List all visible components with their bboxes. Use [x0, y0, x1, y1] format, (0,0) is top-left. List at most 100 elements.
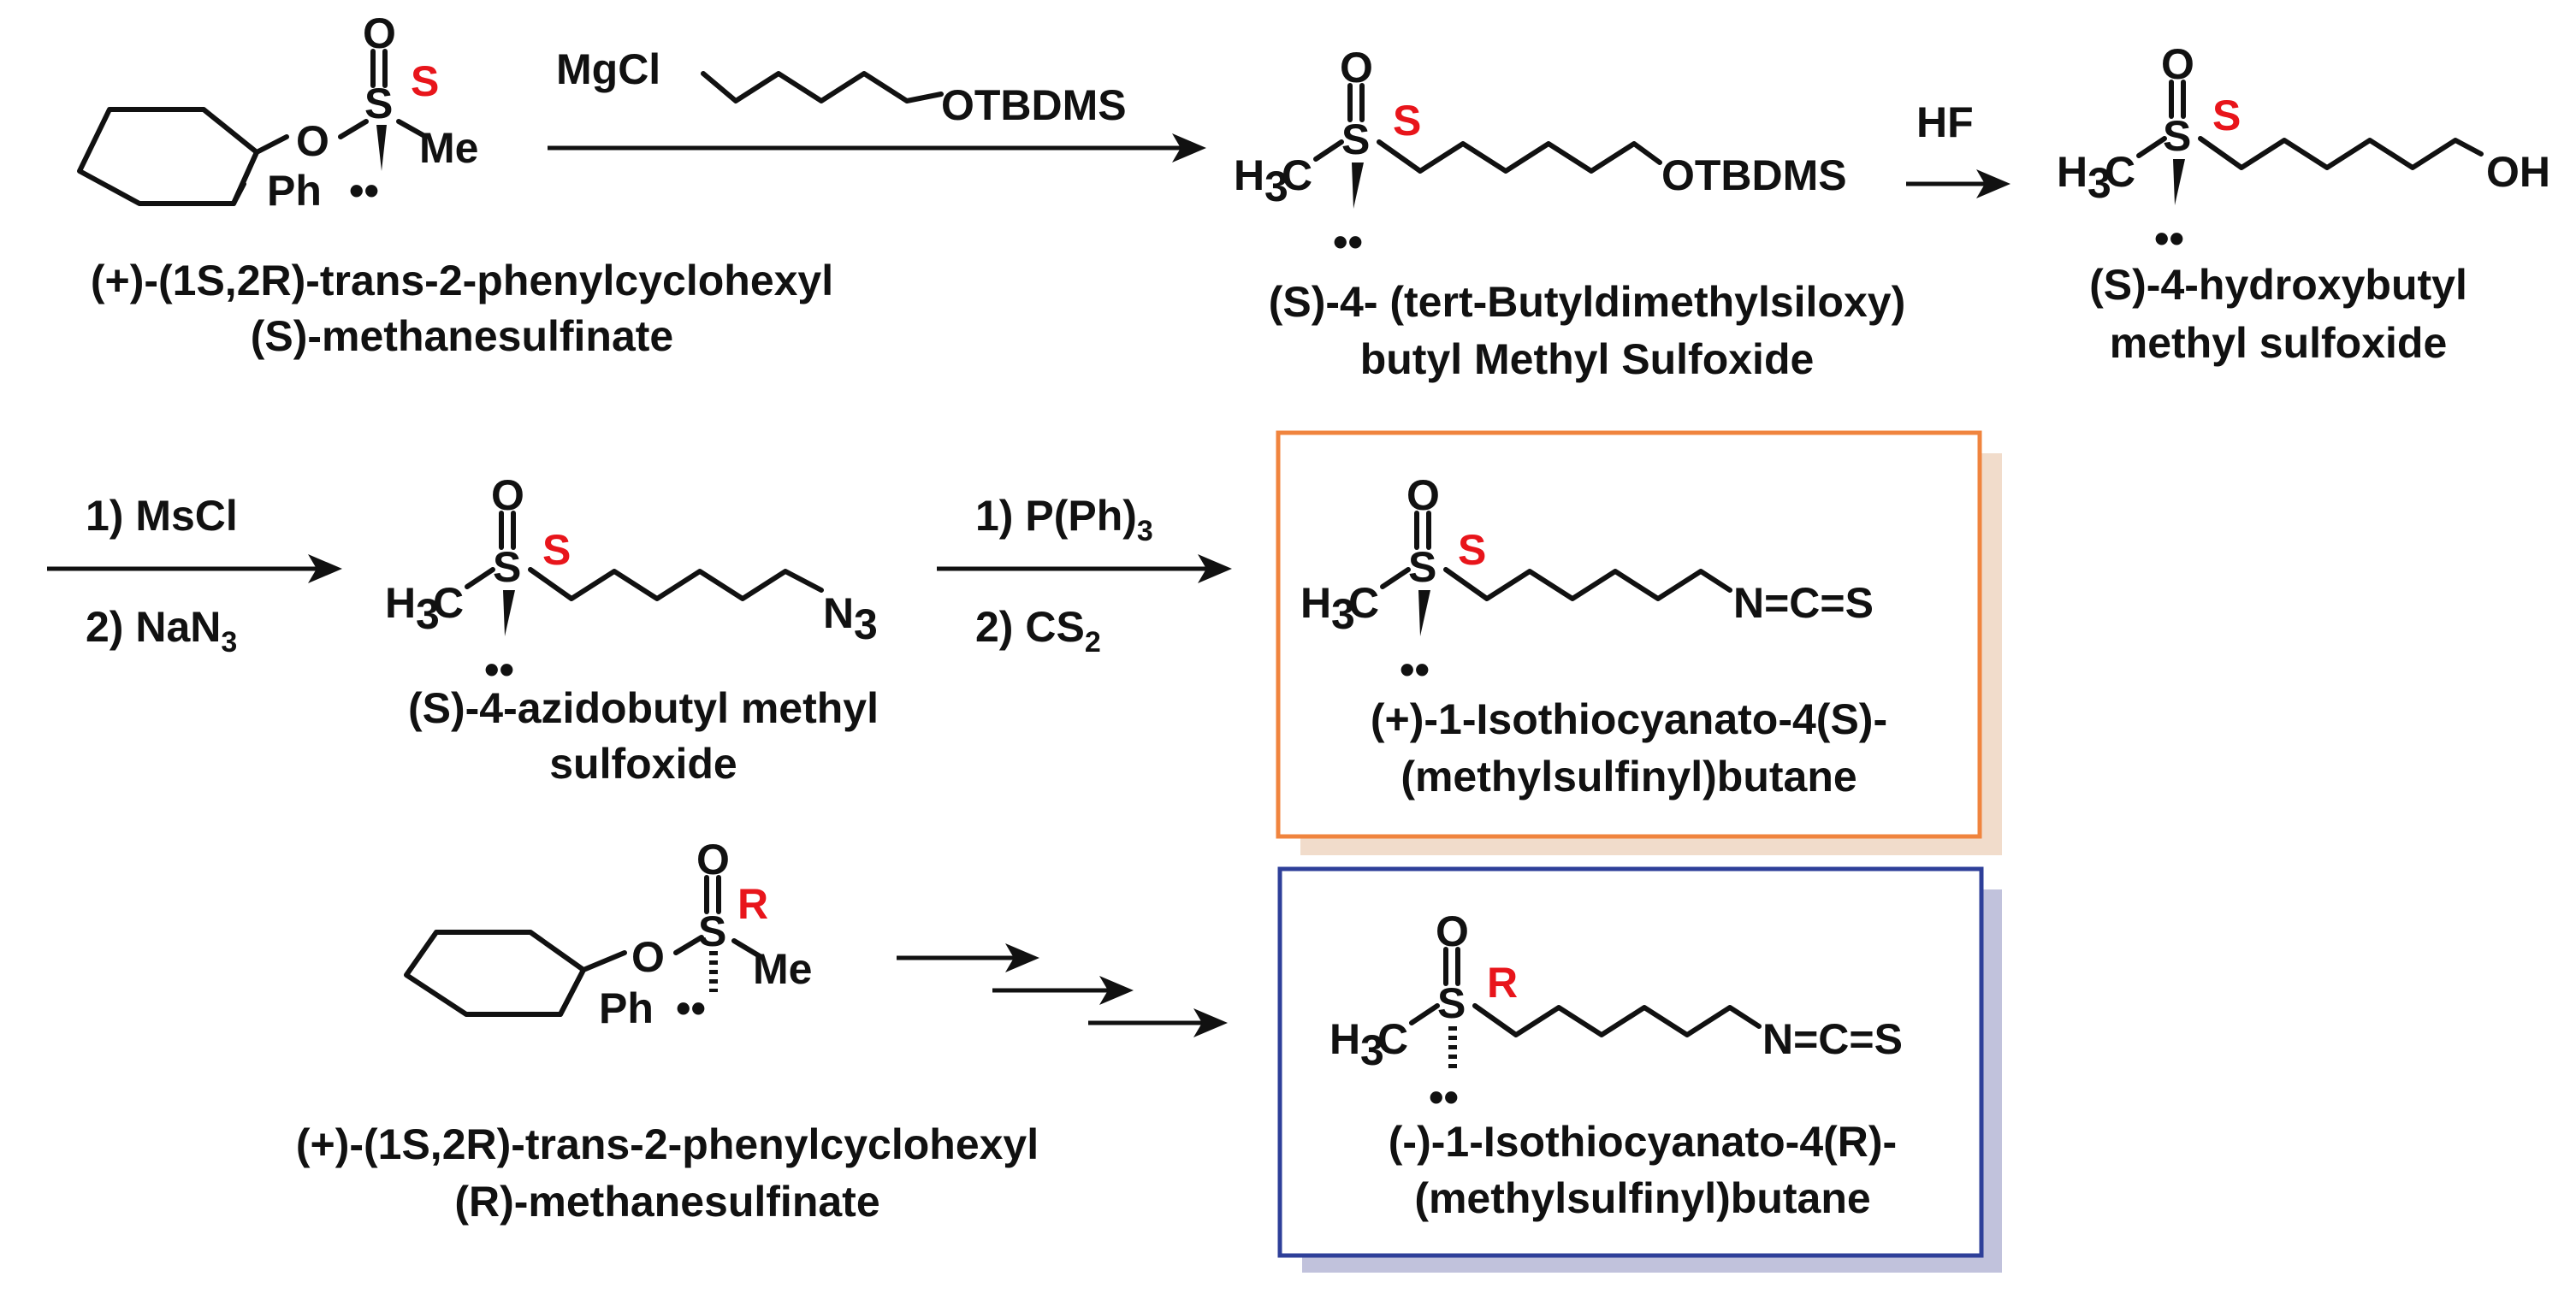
c6-o-ester: O: [631, 933, 665, 981]
atom-ph: Ph: [267, 167, 322, 215]
orange-box: [1276, 430, 1982, 839]
c7-sub3: 3: [1360, 1026, 1384, 1074]
c4-s: S: [493, 543, 521, 591]
compound-5-name-line2: (methylsulfinyl)butane: [1401, 753, 1856, 801]
grignard-otbdms: OTBDMS: [941, 81, 1127, 129]
c6-s: S: [698, 907, 726, 955]
compound-2-name-line2: butyl Methyl Sulfoxide: [1360, 335, 1815, 383]
atom-o-ester: O: [296, 117, 329, 165]
c5-sub3: 3: [1331, 590, 1355, 638]
compound-4-name-line1: (S)-4-azidobutyl methyl: [408, 684, 879, 732]
c2-sub3: 3: [1264, 162, 1288, 210]
c4-chain: [528, 567, 824, 601]
c2-c: C: [1282, 151, 1312, 199]
o-s-bond: [338, 119, 369, 139]
arrow-3-head: [308, 554, 342, 583]
blue-box: [1277, 866, 1984, 1258]
pph3-subscript: 3: [1137, 515, 1153, 547]
c4-n-sub3: 3: [854, 600, 878, 648]
compound-5-name-line1: (+)-1-Isothiocyanato-4(S)-: [1371, 695, 1887, 743]
c7-c: C: [1377, 1015, 1408, 1063]
reagent-nan3: 2) NaN3: [86, 603, 237, 659]
c6-me: Me: [753, 945, 812, 993]
multistep-arrow-1-head: [1005, 943, 1039, 972]
c3-wedge: [2173, 159, 2185, 205]
atom-me: Me: [419, 124, 478, 172]
c5-s: S: [1408, 543, 1436, 591]
arrow-4-head: [1198, 554, 1232, 583]
ring-to-ph-bond: [231, 181, 246, 206]
reagent-mscl: 1) MsCl: [86, 492, 238, 540]
compound-1-structure: O S O Me Ph •• S: [77, 9, 478, 215]
stereo-label-c2: S: [1393, 97, 1421, 145]
reagent-hf: HF: [1916, 98, 1974, 146]
c6-ring-bonds: [558, 950, 627, 1017]
compound-1-name-line1: (+)-(1S,2R)-trans-2-phenylcyclohexyl: [91, 257, 833, 304]
c2-ch3-s-bond: [1313, 139, 1344, 162]
stereo-label-c7: R: [1487, 959, 1518, 1007]
c7-s: S: [1437, 979, 1466, 1027]
stereo-label-c5: S: [1458, 526, 1486, 574]
c2-s: S: [1341, 115, 1370, 163]
c5-ch3-s-bond: [1380, 567, 1411, 589]
c2-chain: [1377, 139, 1662, 174]
stereo-label-c1: S: [411, 57, 439, 105]
reagent-cs2: 2) CS2: [975, 603, 1101, 659]
compound-4-name-line2: sulfoxide: [549, 740, 737, 788]
compound-6-name-line1: (+)-(1S,2R)-trans-2-phenylcyclohexyl: [296, 1120, 1039, 1168]
reagent-pph3: 1) P(Ph)3: [975, 492, 1153, 547]
stereo-label-c3: S: [2212, 92, 2241, 139]
c5-wedge: [1418, 590, 1430, 636]
multistep-arrow-2-head: [1099, 976, 1134, 1005]
c4-wedge: [503, 590, 515, 636]
c6-lone-pair: ••: [676, 984, 706, 1032]
compound-3-structure: H 3 C S O •• OH S: [2057, 40, 2550, 263]
c7-chain: [1472, 1003, 1762, 1037]
c3-h: H: [2057, 148, 2087, 196]
nan3-subscript: 3: [221, 626, 237, 659]
compound-7-name-line2: (methylsulfinyl)butane: [1414, 1174, 1870, 1222]
c3-o: O: [2161, 40, 2194, 88]
c3-ch3-s-bond: [2136, 136, 2167, 158]
c7-lone-pair: ••: [1429, 1073, 1459, 1121]
c2-o: O: [1340, 44, 1373, 92]
c3-lone-pair: ••: [2154, 215, 2184, 263]
compound-6-structure: O S O Me Ph •• R: [404, 836, 812, 1032]
compound-3-name-line2: methyl sulfoxide: [2110, 319, 2448, 367]
c4-o: O: [491, 471, 524, 519]
c6-o-sulfinyl: O: [696, 836, 730, 883]
compound-3-name-line1: (S)-4-hydroxybutyl: [2089, 261, 2467, 309]
grignard-mgcl: MgCl: [556, 45, 660, 93]
s-me-bond: [396, 119, 429, 139]
compound-5-structure: H 3 C S O •• N=C=S S: [1300, 471, 1874, 694]
c6-s-me-bond: [731, 938, 762, 959]
compound-7-structure: H 3 C S O •• N=C=S R: [1329, 907, 1903, 1121]
c3-chain: [2198, 136, 2484, 170]
c3-oh: OH: [2486, 148, 2550, 196]
c2-otbdms: OTBDMS: [1661, 151, 1847, 199]
c6-o-s-bond: [673, 935, 704, 955]
c4-ch3-s-bond: [465, 567, 495, 589]
c5-lone-pair: ••: [1400, 646, 1430, 694]
compound-4-structure: H 3 C S O •• N 3 S: [385, 471, 878, 694]
compound-1-name-line2: (S)-methanesulfinate: [251, 312, 674, 360]
compound-7-name-line1: (-)-1-Isothiocyanato-4(R)-: [1389, 1118, 1897, 1166]
c7-h: H: [1329, 1015, 1360, 1063]
grignard-chain: [701, 71, 944, 103]
c6-ph: Ph: [599, 984, 654, 1032]
arrow-2-head: [1976, 169, 2010, 198]
c7-o: O: [1436, 907, 1469, 955]
c7-ncs: N=C=S: [1762, 1015, 1903, 1063]
c3-s: S: [2163, 112, 2191, 160]
stereo-label-c4: S: [542, 526, 571, 574]
arrow-1-head: [1172, 133, 1206, 162]
compound-2-structure: H 3 C S O •• OTBDMS S: [1234, 44, 1847, 266]
c4-lone-pair: ••: [484, 646, 514, 694]
grignard-reagent: MgCl OTBDMS: [556, 45, 1127, 129]
c2-h: H: [1234, 151, 1264, 199]
c5-c: C: [1348, 579, 1379, 627]
multistep-arrow-3-head: [1193, 1008, 1228, 1037]
compound-6-name-line2: (R)-methanesulfinate: [454, 1178, 879, 1226]
compound-2-name-line1: (S)-4- (tert-Butyldimethylsiloxy): [1269, 278, 1906, 326]
